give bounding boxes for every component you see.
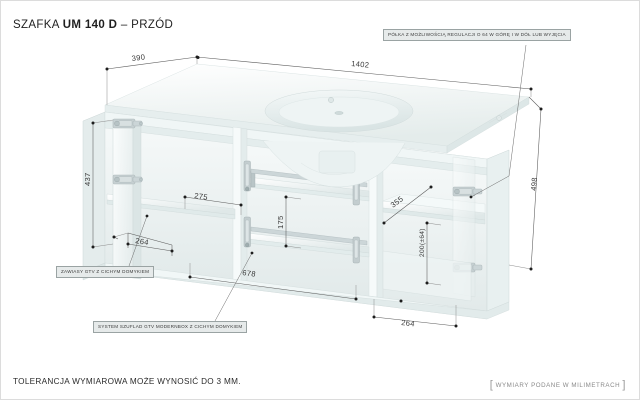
center-drawer-lower bbox=[246, 226, 370, 258]
dim-label-498: 498 bbox=[529, 177, 539, 191]
dim-498 bbox=[508, 96, 543, 271]
title-prefix: SZAFKA bbox=[13, 19, 60, 31]
gtv-modernbox-runners bbox=[243, 160, 360, 264]
dim-label-264-right: 264 bbox=[401, 318, 415, 328]
dim-355 bbox=[382, 185, 433, 225]
dim-label-1402: 1402 bbox=[351, 59, 370, 70]
countertop-washbasin bbox=[104, 63, 530, 154]
dim-678 bbox=[188, 263, 358, 301]
callout-hinges: ZAWIASY GTV Z CICHYM DOMYKIEM bbox=[56, 266, 155, 278]
dim-1402 bbox=[196, 56, 533, 97]
units-note-text: WYMIARY PODANE W MILIMETRACH bbox=[495, 382, 621, 389]
dim-label-678: 678 bbox=[242, 268, 257, 279]
dim-label-437: 437 bbox=[83, 172, 92, 186]
bracket-open-icon: [ bbox=[489, 379, 494, 391]
dim-264-right bbox=[372, 299, 458, 328]
units-note: [ WYMIARY PODANE W MILIMETRACH ] bbox=[490, 379, 626, 391]
dim-label-355: 355 bbox=[389, 194, 405, 209]
title-dash: – bbox=[120, 19, 128, 31]
dim-label-275: 275 bbox=[194, 191, 209, 202]
callout-drawer-system: SYSTEM SZUFLAD GTV MODERNBOX Z CICHYM DO… bbox=[93, 321, 248, 333]
gtv-hinges-left bbox=[112, 118, 143, 185]
dim-200-64 bbox=[425, 221, 442, 286]
dim-264-left bbox=[112, 232, 174, 256]
callout-adjustable-shelf: PÓŁKA Z MOŻLIWOŚCIĄ REGULACJI O 64 W GÓR… bbox=[383, 29, 571, 41]
tolerance-note: TOLERANCJA WYMIAROWA MOŻE WYNOSIĆ DO 3 M… bbox=[13, 377, 241, 386]
dim-label-175: 175 bbox=[276, 215, 285, 229]
leader-lines bbox=[128, 44, 527, 322]
dim-label-264-left: 264 bbox=[135, 236, 150, 247]
dim-437 bbox=[91, 119, 114, 249]
dim-390 bbox=[105, 55, 199, 105]
dim-175 bbox=[284, 195, 302, 249]
dim-label-390: 390 bbox=[131, 52, 146, 63]
dim-275 bbox=[183, 195, 243, 215]
dim-label-200-64: 200(±64) bbox=[419, 228, 426, 257]
title-model: UM 140 D bbox=[62, 19, 118, 31]
page-title: SZAFKA UM 140 D – PRZÓD bbox=[13, 19, 173, 31]
bracket-close-icon: ] bbox=[622, 379, 626, 391]
title-view: PRZÓD bbox=[131, 19, 174, 31]
basin-underside bbox=[262, 140, 406, 188]
